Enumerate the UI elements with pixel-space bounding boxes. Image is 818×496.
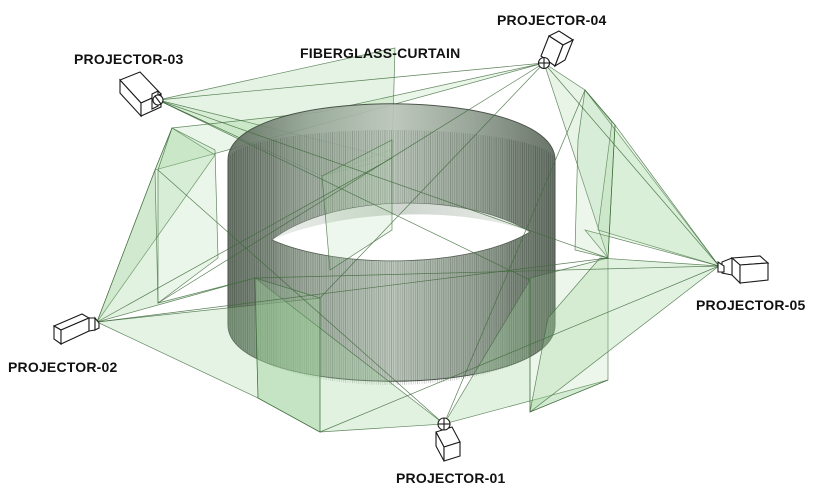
- curtain-label: FIBERGLASS-CURTAIN: [300, 45, 461, 61]
- projector-01: [435, 417, 461, 462]
- projector-03-label: PROJECTOR-03: [74, 51, 184, 67]
- video-projector-icon: [119, 71, 164, 118]
- sightline-04-02: [157, 62, 545, 304]
- screen-panel-front-right: [529, 257, 609, 413]
- sightline-04-05-edge: [543, 62, 720, 267]
- projector-05: [717, 255, 770, 285]
- projection-beams-front: [95, 62, 720, 433]
- projector-01-label: PROJECTOR-01: [396, 470, 506, 486]
- sightline-03-05: [157, 99, 609, 259]
- video-projector-icon: [435, 417, 461, 462]
- beam-projector-05-bottom: [529, 257, 720, 413]
- video-projector-icon: [717, 255, 770, 285]
- sightline-01-right: [443, 89, 586, 425]
- sightline-02-05: [96, 257, 609, 323]
- sightline-03-04-edge: [157, 62, 545, 101]
- screen-panel-left: [157, 127, 219, 304]
- curtain-strands: [227, 130, 556, 385]
- projector-03: [119, 71, 164, 118]
- projector-04: [537, 30, 575, 70]
- screen-panel-right: [574, 89, 616, 259]
- projector-05-label: PROJECTOR-05: [696, 297, 806, 313]
- curtain-inner-wall: [272, 203, 530, 240]
- video-projector-icon: [52, 313, 100, 346]
- sightline-01-left: [157, 169, 445, 425]
- projector-02-label: PROJECTOR-02: [8, 359, 118, 375]
- sightline-04-mid: [319, 62, 545, 299]
- screen-panel-top-center: [321, 139, 393, 271]
- sightline-05-02: [254, 265, 720, 279]
- projectors: [52, 30, 770, 462]
- sightline-03-01: [157, 99, 531, 281]
- projector-04-label: PROJECTOR-04: [497, 12, 607, 28]
- video-projector-icon: [537, 30, 575, 70]
- projector-02: [52, 313, 100, 346]
- sightline-02-top: [96, 157, 393, 323]
- sightline-05-01: [319, 265, 720, 433]
